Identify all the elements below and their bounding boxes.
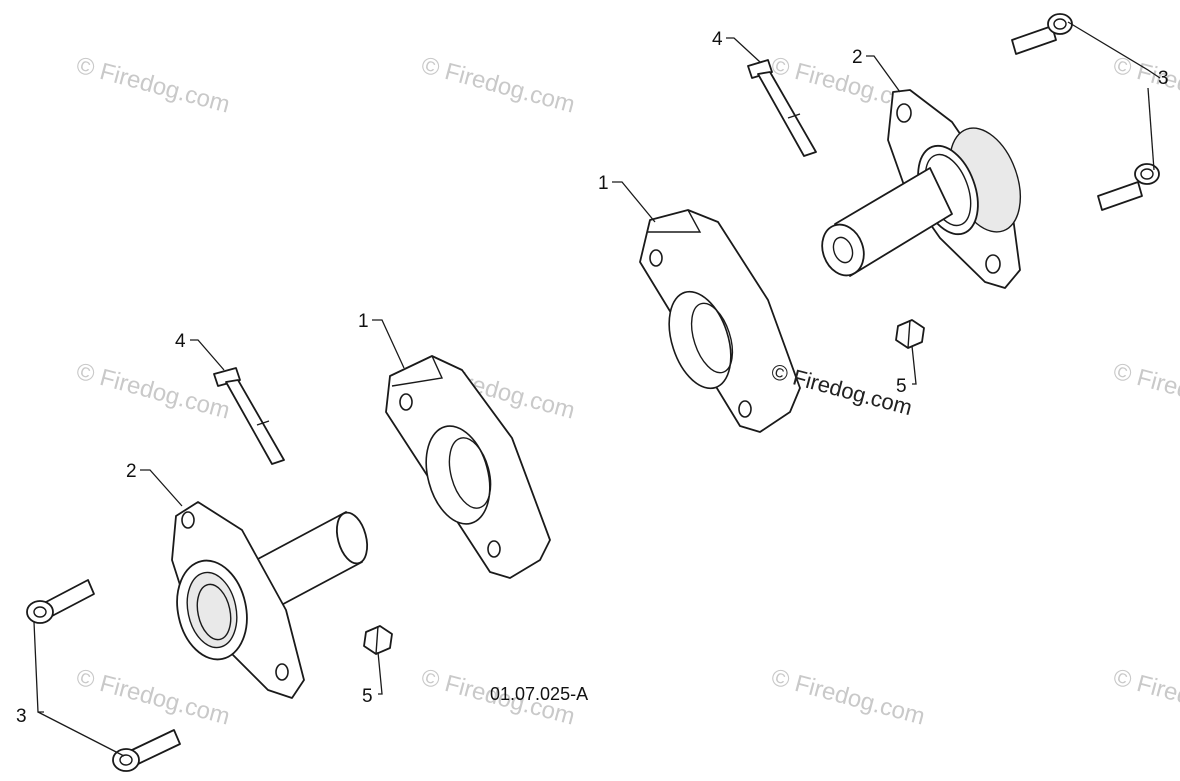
flange-bolt-lower-b — [112, 729, 181, 772]
watermark: © Firedog.com — [73, 52, 232, 119]
callout-labels: 1 1 2 2 3 3 4 4 5 5 — [16, 29, 1169, 727]
nut-upper — [895, 319, 925, 349]
flange-bolt-lower-a — [26, 579, 95, 624]
callout-spacer-upper: 1 — [598, 173, 609, 194]
callout-bolt-lower: 4 — [175, 331, 186, 352]
leader-lines — [33, 21, 1161, 757]
watermark: © Firedog.com — [768, 664, 927, 731]
bolt-upper — [747, 59, 817, 157]
callout-flange-bolt-lower: 3 — [16, 706, 27, 727]
callout-housing-lower: 2 — [126, 461, 137, 482]
watermark: © Firedog.com — [1110, 358, 1180, 425]
flange-bolt-upper-b — [1097, 163, 1160, 211]
callout-housing-upper: 2 — [852, 47, 863, 68]
drawing-code: 01.07.025-A — [490, 684, 588, 704]
flange-bolt-upper-a — [1011, 13, 1073, 55]
watermark: © Firedog.com — [1110, 52, 1180, 119]
housing-lower — [171, 501, 369, 699]
watermark: © Firedog.com — [1110, 664, 1180, 731]
callout-spacer-lower: 1 — [358, 311, 369, 332]
spacer-upper — [639, 209, 801, 433]
callout-flange-bolt-upper: 3 — [1158, 68, 1169, 89]
bolt-lower — [213, 367, 285, 465]
housing-upper — [821, 89, 1021, 289]
callout-nut-lower: 5 — [362, 686, 373, 707]
watermark: © Firedog.com — [418, 52, 577, 119]
watermark: © Firedog.com — [73, 358, 232, 425]
callout-nut-upper: 5 — [896, 376, 907, 397]
watermark: © Firedog.com — [73, 664, 232, 731]
callout-bolt-upper: 4 — [712, 29, 723, 50]
spacer-lower — [385, 355, 551, 579]
nut-lower — [363, 625, 393, 655]
